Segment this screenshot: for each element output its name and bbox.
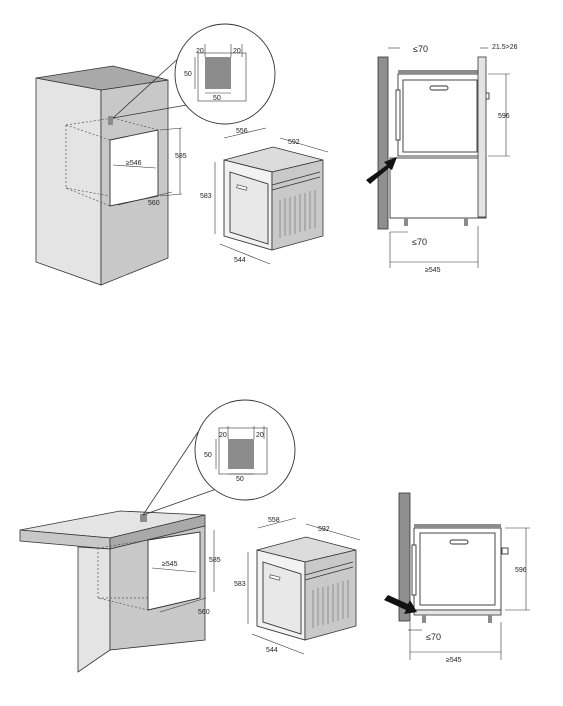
top-oven-bottom-depth-label: 544 [234, 257, 246, 264]
bottom-cabinet-side-face [77, 546, 111, 673]
bottom-side-oven-door [419, 532, 496, 606]
bottom-oven-width-label: 592 [318, 526, 330, 533]
bottom-worktop-cabinet: ≥545 585 560 [19, 510, 221, 673]
bottom-side-section: 596 ≤70 ≥545 [384, 492, 530, 664]
top-cabinet-top-face [35, 65, 169, 91]
bottom-oven-height-label: 583 [234, 581, 246, 588]
top-side-oven-handle [429, 85, 449, 91]
bottom-oven: 558 592 583 544 [234, 517, 361, 655]
bottom-cabinet-opening [147, 531, 201, 611]
top-side-base-cabinet [389, 157, 487, 219]
top-oven-handle [236, 184, 248, 191]
bottom-side-airflow-arrow [384, 595, 417, 614]
top-side-oven-door [402, 79, 478, 153]
top-side-height-label: 596 [498, 113, 510, 120]
bottom-cabinet-height-label: 585 [209, 557, 221, 564]
top-tall-cabinet: ≥546 585 560 [35, 65, 187, 286]
bottom-oven-handle [269, 574, 281, 581]
bottom-side-depth-label: ≥545 [446, 657, 462, 664]
top-detail-callout: 20 20 50 50 [112, 23, 276, 125]
bottom-oven-bottom-depth-label: 544 [266, 647, 278, 654]
top-oven-top-depth-label: 556 [236, 128, 248, 135]
top-detail-dim-bottom: 50 [213, 95, 221, 102]
bottom-side-panel [398, 492, 411, 622]
bottom-cabinet-depth-label: 560 [198, 609, 210, 616]
top-side-gap-right-label: 21.5>26 [492, 44, 518, 51]
top-oven-width-label: 592 [288, 139, 300, 146]
bottom-detail-dim-a: 20 [219, 432, 227, 439]
bottom-cabinet-width-label: ≥545 [162, 561, 178, 568]
top-oven-height-label: 583 [200, 193, 212, 200]
top-vent-slot [108, 116, 113, 125]
top-side-depth-label: ≥545 [425, 267, 441, 274]
bottom-side-height-label: 596 [515, 567, 527, 574]
bottom-side-oven-handle [449, 539, 469, 545]
top-cabinet-height-label: 585 [175, 153, 187, 160]
top-cabinet-width-label: ≥546 [126, 160, 142, 167]
top-side-gap-top-label: ≤70 [413, 44, 428, 54]
top-detail-dim-b: 20 [233, 48, 241, 55]
top-detail-vent [205, 57, 231, 89]
top-side-section: ≤70 21.5>26 596 ≤70 ≥545 [366, 44, 518, 274]
bottom-detail-dim-bottom: 50 [236, 476, 244, 483]
top-side-airflow-arrow [366, 157, 397, 184]
top-cabinet-left-face [35, 77, 102, 286]
bottom-side-gap-bottom-label: ≤70 [426, 632, 441, 642]
bottom-detail-vent [228, 439, 254, 469]
top-cabinet-opening [109, 129, 159, 207]
top-oven: 556 592 583 544 [200, 127, 329, 265]
top-cabinet-depth-label: 560 [148, 200, 160, 207]
bottom-detail-dim-b: 20 [256, 432, 264, 439]
top-detail-dim-a: 20 [196, 48, 204, 55]
bottom-vent-slot [140, 514, 147, 522]
bottom-oven-door [262, 561, 302, 635]
bottom-oven-top-depth-label: 558 [268, 517, 280, 524]
bottom-detail-dim-side: 50 [204, 452, 212, 459]
top-side-panel [377, 56, 389, 230]
top-detail-dim-side: 50 [184, 71, 192, 78]
top-side-gap-bottom-label: ≤70 [412, 237, 427, 247]
bottom-detail-callout: 20 20 50 50 [142, 399, 296, 516]
top-oven-door [229, 171, 269, 245]
